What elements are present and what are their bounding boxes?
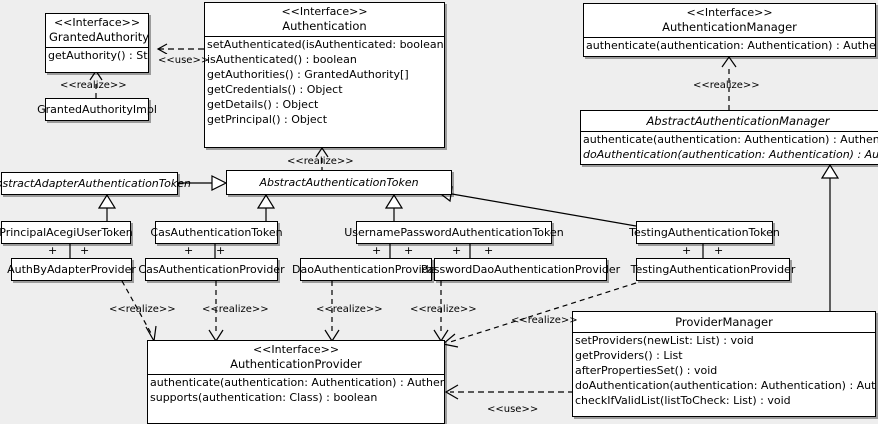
class-operations: authenticate(authentication: Authenticat… — [581, 131, 878, 162]
operation: getDetails() : Object — [207, 98, 319, 111]
class-box-authentication-manager[interactable]: <<Interface>> AuthenticationManager auth… — [583, 3, 876, 57]
association-plus: + — [216, 244, 226, 257]
class-box-testing-authentication-token[interactable]: TestingAuthenticationToken — [629, 221, 780, 244]
class-box-abstract-authentication-manager[interactable]: AbstractAuthenticationManager authentica… — [580, 110, 878, 165]
class-box-principal-acegi-user-token[interactable]: PrincipalAcegiUserToken — [0, 221, 133, 244]
operation: setProviders(newList: List) : void — [575, 334, 754, 347]
edge-label-realize-testing-provider: <<realize>> — [511, 315, 578, 326]
edge-label-use-provider-manager: <<use>> — [487, 404, 539, 415]
class-name: DaoAuthenticationProvider — [292, 262, 440, 276]
operation: getPrincipal() : Object — [207, 113, 328, 126]
class-name: UsernamePasswordAuthenticationToken — [344, 225, 564, 239]
class-box-authentication-provider[interactable]: <<Interface>> AuthenticationProvider aut… — [147, 340, 445, 424]
class-name: AuthByAdapterProvider — [7, 262, 136, 276]
class-name: AuthenticationProvider — [230, 357, 362, 371]
class-box-password-dao-authentication-provider[interactable]: PasswordDaoAuthenticationProvider — [421, 258, 620, 281]
association-plus: + — [714, 244, 724, 257]
class-name: PrincipalAcegiUserToken — [0, 225, 133, 239]
class-operations: getAuthority() : String — [46, 47, 148, 63]
class-header: <<Interface>> Authentication — [205, 3, 444, 36]
class-name: CasAuthenticationToken — [150, 225, 283, 239]
class-operations: setAuthenticated(isAuthenticated: boolea… — [205, 36, 444, 127]
operation: getAuthorities() : GrantedAuthority[] — [207, 68, 409, 81]
class-box-testing-authentication-provider[interactable]: TestingAuthenticationProvider — [631, 258, 795, 281]
class-name: AbstractAuthenticationToken — [259, 175, 419, 189]
association-plus: + — [404, 244, 414, 257]
class-stereotype: <<Interface>> — [252, 343, 340, 356]
edge-label-realize-authentication-manager: <<realize>> — [693, 80, 760, 91]
operation: doAuthentication(authentication: Authent… — [583, 148, 878, 161]
class-box-granted-authority-impl[interactable]: GrantedAuthorityImpl — [37, 98, 157, 121]
class-box-auth-by-adapter-provider[interactable]: AuthByAdapterProvider — [7, 258, 136, 281]
operation: doAuthentication(authentication: Authent… — [575, 379, 875, 392]
edge-label-realize-cas-provider: <<realize>> — [202, 304, 269, 315]
operation: supports(authentication: Class) : boolea… — [150, 391, 378, 404]
class-name: AuthenticationManager — [662, 20, 797, 34]
class-box-dao-authentication-provider[interactable]: DaoAuthenticationProvider — [292, 258, 440, 281]
association-plus: + — [484, 244, 494, 257]
association-plus: + — [682, 244, 692, 257]
operation: authenticate(authentication: Authenticat… — [150, 376, 444, 389]
class-header: <<Interface>> AuthenticationManager — [584, 4, 875, 37]
class-name: GrantedAuthorityImpl — [37, 102, 157, 116]
class-header: <<Interface>> GrantedAuthority — [46, 14, 150, 47]
association-plus: + — [184, 244, 194, 257]
class-box-authentication[interactable]: <<Interface>> Authentication setAuthenti… — [204, 2, 445, 148]
edge-label-realize-password-dao-provider: <<realize>> — [410, 304, 477, 315]
class-header: <<Interface>> AuthenticationProvider — [148, 341, 444, 374]
operation: authenticate(authentication: Authenticat… — [583, 133, 878, 146]
association-plus: + — [452, 244, 462, 257]
class-stereotype: <<Interface>> — [53, 16, 141, 29]
edge-label-realize-authentication: <<realize>> — [287, 156, 354, 167]
class-name: GrantedAuthority — [49, 30, 150, 44]
operation: checkIfValidList(listToCheck: List) : vo… — [575, 394, 791, 407]
association-plus: + — [48, 244, 58, 257]
class-box-abstract-authentication-token[interactable]: AbstractAuthenticationToken — [226, 170, 452, 195]
class-name: AbstractAuthenticationManager — [646, 114, 830, 128]
operation: isAuthenticated() : boolean — [207, 53, 357, 66]
operation: afterPropertiesSet() : void — [575, 364, 718, 377]
class-header: ProviderManager — [573, 312, 875, 332]
class-name: Authentication — [282, 19, 367, 33]
class-name: ProviderManager — [675, 315, 773, 329]
edge-label-realize-dao-provider: <<realize>> — [316, 304, 383, 315]
operation: getProviders() : List — [575, 349, 683, 362]
edge-label-use-granted-authority: <<use>> — [158, 55, 210, 66]
edge-label-realize-granted-authority-impl: <<realize>> — [60, 80, 127, 91]
operation: authenticate(authentication: Authenticat… — [586, 39, 875, 52]
class-box-username-password-authentication-token[interactable]: UsernamePasswordAuthenticationToken — [344, 221, 564, 244]
operation: getAuthority() : String — [48, 49, 148, 62]
class-operations: authenticate(authentication: Authenticat… — [148, 374, 444, 405]
class-box-granted-authority[interactable]: <<Interface>> GrantedAuthority getAuthor… — [45, 13, 149, 73]
class-operations: authenticate(authentication: Authenticat… — [584, 37, 875, 53]
class-name: PasswordDaoAuthenticationProvider — [420, 262, 621, 276]
class-stereotype: <<Interface>> — [281, 5, 368, 18]
association-plus: + — [80, 244, 90, 257]
class-name: CasAuthenticationProvider — [138, 262, 285, 276]
class-name: TestingAuthenticationToken — [629, 225, 780, 239]
class-name: TestingAuthenticationProvider — [630, 262, 796, 276]
class-header: AbstractAuthenticationManager — [581, 111, 878, 131]
class-box-abstract-adapter-authentication-token[interactable]: AbstractAdapterAuthenticationToken — [0, 172, 191, 195]
class-name: AbstractAdapterAuthenticationToken — [0, 176, 191, 190]
association-plus: + — [372, 244, 382, 257]
class-box-cas-authentication-provider[interactable]: CasAuthenticationProvider — [138, 258, 285, 281]
operation: getCredentials() : Object — [207, 83, 343, 96]
operation: setAuthenticated(isAuthenticated: boolea… — [207, 38, 444, 51]
class-box-provider-manager[interactable]: ProviderManager setProviders(newList: Li… — [572, 311, 876, 417]
class-operations: setProviders(newList: List) : void getPr… — [573, 332, 875, 408]
class-box-cas-authentication-token[interactable]: CasAuthenticationToken — [150, 221, 283, 244]
edge-label-realize-auth-by-adapter: <<realize>> — [109, 304, 176, 315]
class-stereotype: <<Interface>> — [686, 6, 773, 19]
